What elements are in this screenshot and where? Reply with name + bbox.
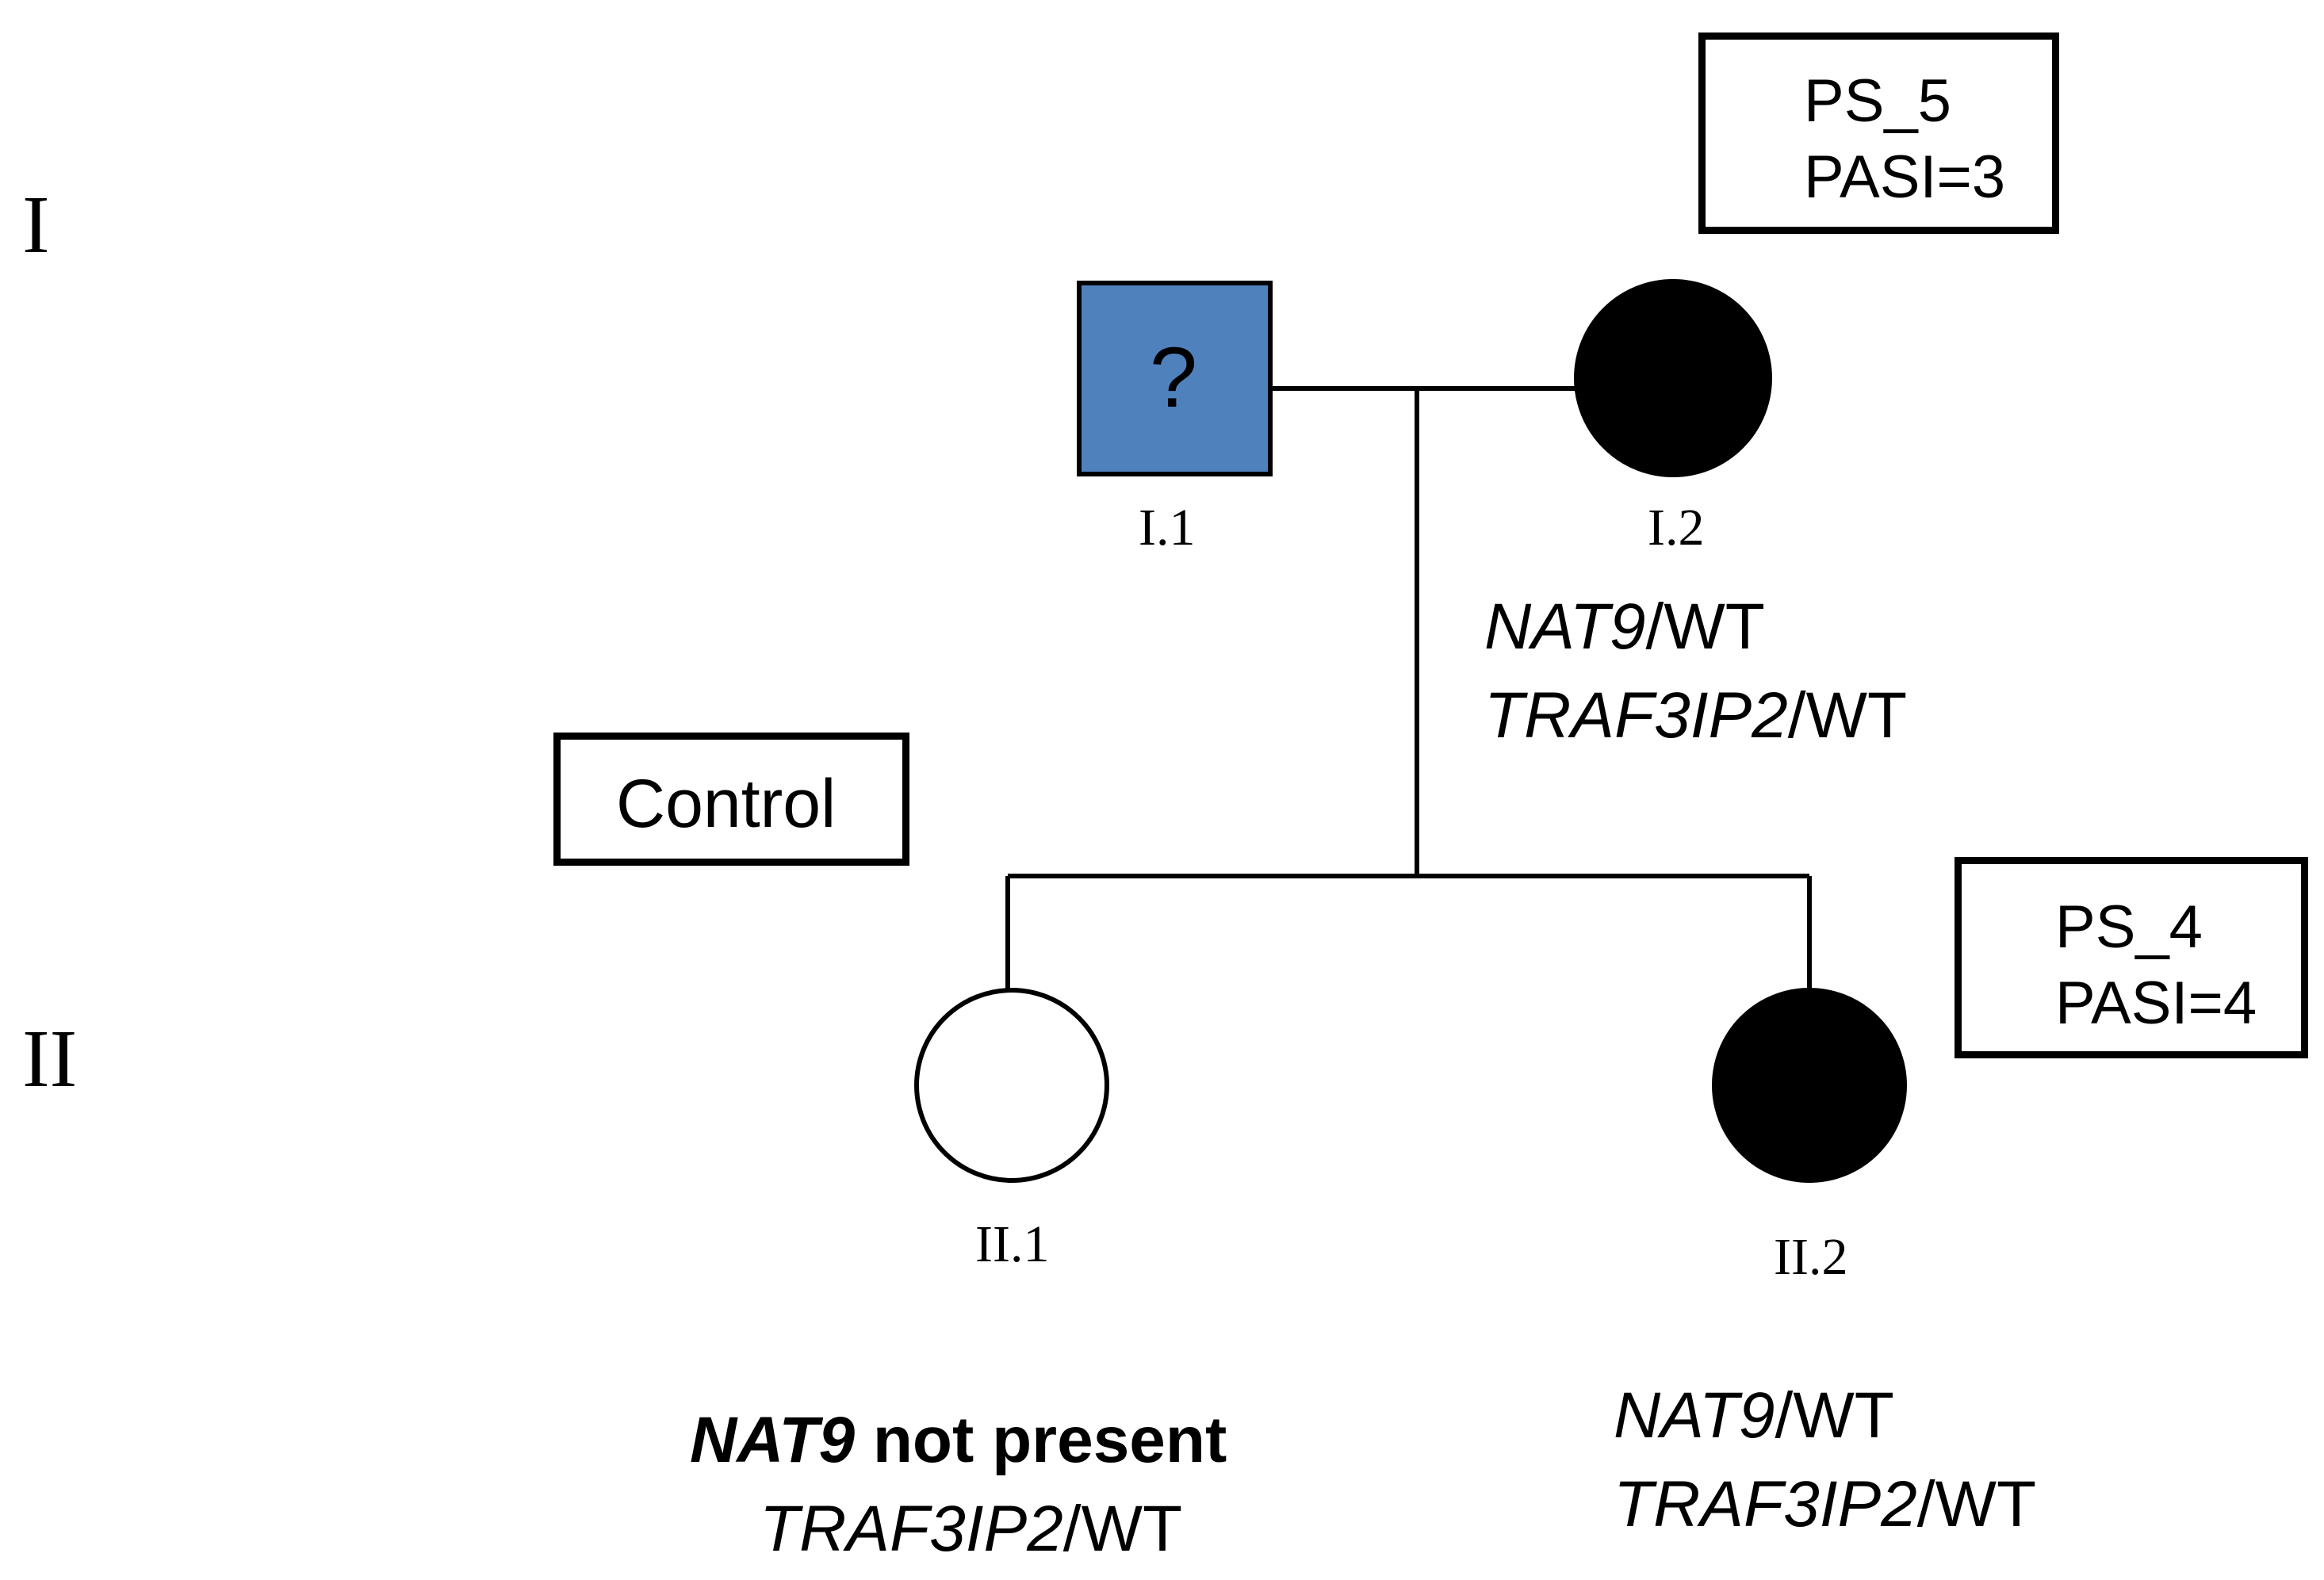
genotype-ii1-line1: NAT9 not present: [690, 1408, 1227, 1473]
ps5-pasi-score: PASI=3: [1804, 143, 2006, 211]
ps4-pasi-score: PASI=4: [2055, 970, 2257, 1037]
individual-ii2-circle: [1712, 988, 1907, 1183]
allele-status: /WT: [1787, 679, 1908, 752]
allele-status: /WT: [1916, 1468, 2037, 1540]
allele-status: not present: [855, 1404, 1227, 1476]
genotype-i2-line1: NAT9/WT: [1484, 595, 1765, 660]
gene-name: NAT9: [1614, 1379, 1775, 1452]
gene-name: NAT9: [690, 1404, 856, 1476]
gene-name: NAT9: [1484, 591, 1646, 663]
individual-i1-square: [1077, 281, 1273, 476]
allele-status: /WT: [1062, 1493, 1183, 1565]
generation-label-ii: II: [22, 1013, 78, 1104]
ps4-sample-id: PS_4: [2055, 893, 2203, 961]
control-label-box: Control: [553, 733, 909, 866]
ps5-label-box: PS_5 PASI=3: [1698, 33, 2059, 234]
individual-id-i1: I.1: [1139, 499, 1196, 557]
gene-name: TRAF3IP2: [1484, 679, 1788, 752]
ps5-sample-id: PS_5: [1804, 67, 1951, 135]
generation-label-i: I: [22, 179, 50, 270]
genotype-ii1-line2: TRAF3IP2/WT: [760, 1497, 1182, 1562]
unknown-status-mark: ?: [1150, 329, 1198, 425]
individual-id-ii1: II.1: [975, 1215, 1050, 1273]
allele-status: /WT: [1775, 1379, 1894, 1452]
ps4-label-box: PS_4 PASI=4: [1955, 857, 2308, 1058]
gene-name: TRAF3IP2: [1614, 1468, 1917, 1540]
individual-id-i2: I.2: [1648, 499, 1705, 557]
genotype-ii2-line2: TRAF3IP2/WT: [1614, 1472, 2036, 1537]
genotype-ii2-line1: NAT9/WT: [1614, 1383, 1894, 1448]
individual-id-ii2: II.2: [1774, 1228, 1848, 1286]
control-label: Control: [616, 766, 837, 842]
individual-i2-circle: [1574, 279, 1772, 477]
allele-status: /WT: [1645, 591, 1765, 663]
gene-name: TRAF3IP2: [760, 1493, 1063, 1565]
individual-ii1-circle: [914, 988, 1109, 1183]
genotype-i2-line2: TRAF3IP2/WT: [1484, 683, 1907, 748]
